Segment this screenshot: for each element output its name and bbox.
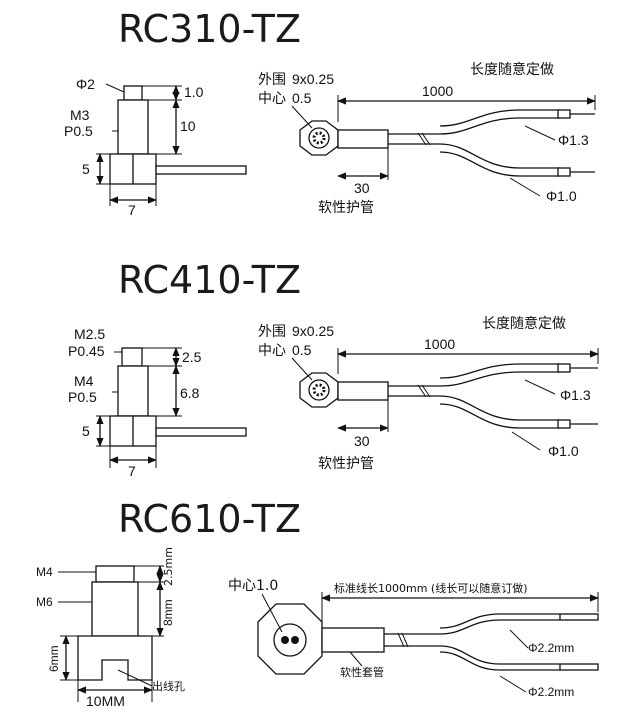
base-width-label: 7 xyxy=(128,202,136,218)
base-width-label: 10MM xyxy=(86,693,125,709)
thread-label: M3 xyxy=(70,107,90,123)
hex-connector xyxy=(299,120,339,156)
thread-body xyxy=(91,581,139,637)
tube-length-label: 30 xyxy=(354,433,370,449)
wire-a-label: Φ1.3 xyxy=(558,132,589,148)
side-view: M4 M6 2.5mm 8mm 6mm 10MM 出线孔 xyxy=(36,547,185,709)
length-label: 1000 xyxy=(424,336,455,352)
pitch-label: P0.5 xyxy=(64,123,93,139)
center-label: 中心1.0 xyxy=(228,578,278,594)
hex-connector xyxy=(257,603,323,675)
top-thread-label: M2.5 xyxy=(74,326,105,342)
center-label: 中心 xyxy=(258,343,286,359)
section-rc410: RC410-TZ M2.5 P0.45 M4 P0.5 2.5 6.8 5 xyxy=(68,258,599,479)
base-height-label: 6mm xyxy=(47,645,61,672)
center-label: 中心 xyxy=(258,91,286,107)
thread-label: M4 xyxy=(74,373,94,389)
section-title: RC610-TZ xyxy=(118,497,301,541)
tip xyxy=(121,347,143,367)
sleeve-label: 软性套管 xyxy=(340,665,384,679)
body-height-label: 8mm xyxy=(161,599,175,626)
top-height-label: 2.5mm xyxy=(162,547,175,586)
base-height-label: 5 xyxy=(82,161,90,177)
wire-b-label: Φ2.2mm xyxy=(528,685,574,699)
pitch-label: P0.5 xyxy=(68,389,97,405)
cable-view: 外围 9x0.25 中心 0.5 长度随意定做 1000 30 软性护管 Φ1.… xyxy=(258,61,596,216)
tip-height-label: 2.5 xyxy=(182,349,202,365)
tip xyxy=(95,565,135,583)
section-rc310: RC310-TZ Φ2 1.0 10 M3 P0.5 xyxy=(64,7,596,218)
length-note: 标准线长1000mm (线长可以随意订做) xyxy=(334,581,528,595)
soft-tube xyxy=(337,381,389,401)
tip-height-label: 1.0 xyxy=(184,84,204,100)
exit-hole-label: 出线孔 xyxy=(152,679,185,693)
length-note: 长度随意定做 xyxy=(470,61,554,78)
center-value: 0.5 xyxy=(292,342,312,358)
cable-stub xyxy=(155,165,247,175)
thread-body xyxy=(117,365,149,417)
hex-connector xyxy=(299,372,339,408)
top-thread-label: M4 xyxy=(36,565,53,579)
length-label: 1000 xyxy=(422,83,453,99)
cable-view: 中心1.0 标准线长1000mm (线长可以随意订做) 软性套管 Φ2.2mm … xyxy=(228,578,599,699)
side-view: M2.5 P0.45 M4 P0.5 2.5 6.8 5 7 xyxy=(68,326,247,479)
tip-diameter-label: Φ2 xyxy=(76,76,95,92)
tube-label: 软性护管 xyxy=(318,200,374,216)
top-pitch-label: P0.45 xyxy=(68,343,105,359)
tube-label: 软性护管 xyxy=(318,456,374,472)
center-value: 0.5 xyxy=(292,90,312,106)
wire-b-label: Φ1.0 xyxy=(548,443,579,459)
outer-value: 9x0.25 xyxy=(292,323,334,339)
outer-label: 外围 xyxy=(258,324,286,340)
base-width-label: 7 xyxy=(128,463,136,479)
base-block xyxy=(77,635,153,681)
section-title: RC410-TZ xyxy=(118,258,301,302)
wire-b-label: Φ1.0 xyxy=(546,188,577,204)
tip xyxy=(123,85,143,101)
soft-tube xyxy=(337,129,389,149)
wire-a-label: Φ2.2mm xyxy=(528,641,574,655)
tube-length-label: 30 xyxy=(354,180,370,196)
cable-stub xyxy=(155,427,247,437)
section-rc610: RC610-TZ M4 M6 2.5mm 8mm 6mm 10MM xyxy=(36,497,599,709)
thread-label: M6 xyxy=(36,595,53,609)
cable-view: 外围 9x0.25 中心 0.5 长度随意定做 1000 30 软性护管 Φ1.… xyxy=(258,315,599,472)
side-view: Φ2 1.0 10 M3 P0.5 5 7 xyxy=(64,76,247,218)
thread-height-label: 6.8 xyxy=(180,385,200,401)
soft-sleeve xyxy=(321,627,385,653)
base-height-label: 5 xyxy=(82,423,90,439)
length-note: 长度随意定做 xyxy=(482,315,566,332)
section-title: RC310-TZ xyxy=(118,7,301,51)
thread-height-label: 10 xyxy=(180,118,196,134)
wire-a-label: Φ1.3 xyxy=(560,387,591,403)
outer-label: 外围 xyxy=(258,72,286,88)
outer-value: 9x0.25 xyxy=(292,71,334,87)
thread-body xyxy=(117,99,149,155)
